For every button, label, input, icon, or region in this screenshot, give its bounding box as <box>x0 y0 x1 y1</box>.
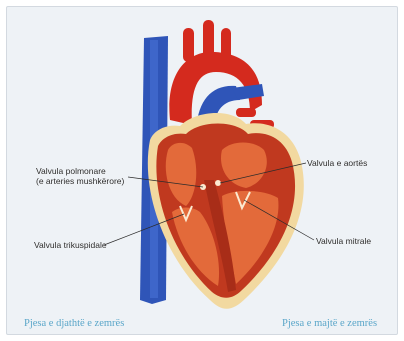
label-pulmonary-valve-line2: (e arteries mushkërore) <box>36 176 124 186</box>
label-aortic-valve: Valvula e aortës <box>307 158 367 168</box>
caption-right-side: Pjesa e djathtë e zemrës <box>24 318 124 329</box>
aorta-branch-3 <box>221 28 231 60</box>
label-tricuspid-valve: Valvula trikuspidale <box>34 240 107 250</box>
aorta-branch-1 <box>183 28 194 62</box>
caption-left-side: Pjesa e majtë e zemrës <box>282 318 377 329</box>
aorta-branch-2 <box>203 20 214 58</box>
label-pulmonary-valve-line1: Valvula polmonare <box>36 166 124 176</box>
label-pulmonary-valve: Valvula polmonare (e arteries mushkërore… <box>36 166 124 186</box>
label-mitral-valve: Valvula mitrale <box>316 236 371 246</box>
